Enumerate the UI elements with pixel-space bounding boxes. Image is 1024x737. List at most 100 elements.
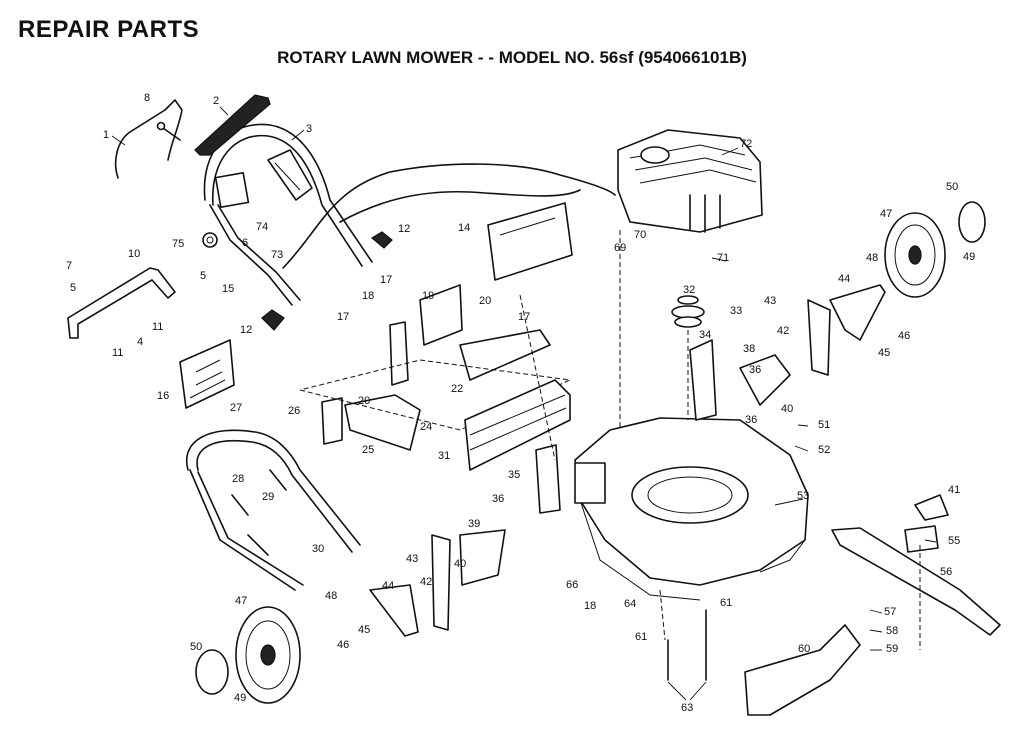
callout-label: 22 [451,383,463,395]
handle-knob-6 [202,232,218,248]
callout-label: 44 [382,580,394,592]
blade-adapter-55 [904,525,939,553]
callout-label: 45 [358,624,370,636]
callout-label: 17 [380,274,392,286]
bracket-35 [535,444,561,514]
callout-label: 57 [884,606,896,618]
callout-label: 40 [454,558,466,570]
callout-label: 32 [683,284,695,296]
callout-label: 35 [508,469,520,481]
callout-label: 47 [880,208,892,220]
callout-label: 5 [200,270,206,282]
handle-decal-plate [214,171,250,209]
callout-label: 19 [422,290,434,302]
model-title: ROTARY LAWN MOWER - - MODEL NO. 56sf (95… [277,48,747,67]
callout-label: 52 [818,444,830,456]
safety-plate-16 [179,339,235,409]
callout-label: 20 [358,395,370,407]
rear-skirt-31 [464,379,571,471]
axle-arm-right-44 [829,284,886,341]
callout-label: 45 [878,347,890,359]
callout-label: 5 [70,282,76,294]
callout-label: 38 [743,343,755,355]
callout-label: 17 [518,311,530,323]
callout-label: 43 [406,553,418,565]
rear-wheel-right-47 [884,212,946,298]
callout-label: 11 [152,321,163,333]
engine-control-box [267,149,313,201]
callout-label: 8 [144,92,150,104]
callout-label: 44 [838,273,850,285]
callout-label: 6 [242,237,248,249]
handle-grip-part [194,94,271,156]
bail-wire-part [114,99,183,179]
callout-label: 41 [948,484,960,496]
callout-label: 16 [157,390,169,402]
callout-label: 71 [717,252,729,264]
callout-label: 40 [781,403,793,415]
callout-label: 25 [362,444,374,456]
callout-label: 3 [306,123,312,135]
callout-label: 30 [312,543,324,555]
lower-handle-27 [185,429,361,591]
callout-label: 29 [262,491,274,503]
callout-label: 69 [614,242,626,254]
callout-label: 4 [137,336,143,348]
handle-knob-12 [261,231,393,331]
callout-label: 50 [946,181,958,193]
axle-arm-left-44 [369,584,419,637]
callout-label: 50 [190,641,202,653]
rear-shield-60 [744,624,861,716]
callout-label: 42 [777,325,789,337]
callout-label: 7 [66,260,72,272]
callout-label: 58 [886,625,898,637]
callout-label: 70 [634,229,646,241]
bolt-8-part [156,121,181,141]
sheet-title: REPAIR PARTS [18,16,200,43]
callout-label: 34 [699,329,711,341]
height-adjuster-left-42 [431,534,451,631]
rear-door-bracket-10 [67,267,176,339]
callout-label: 11 [112,347,123,359]
callout-label: 61 [720,597,732,609]
callout-label: 1 [103,129,109,141]
hubcap-left-50 [195,649,229,695]
callout-label: 18 [362,290,374,302]
callout-label: 47 [235,595,247,607]
callout-label: 66 [566,579,578,591]
callout-label: 48 [866,252,878,264]
callout-label: 49 [963,251,975,263]
callout-label: 64 [624,598,636,610]
callout-labels: 1 2 3 4 5 5 6 7 8 10 11 11 12 12 14 15 1… [66,92,975,714]
callout-label: 10 [128,248,140,260]
callout-label: 61 [635,631,647,643]
callout-label: 46 [898,330,910,342]
callout-label: 17 [337,311,349,323]
callout-label: 28 [232,473,244,485]
callout-label: 36 [749,364,761,376]
engine-72 [617,129,763,233]
callout-label: 60 [798,643,810,655]
callout-label: 75 [172,238,184,250]
callout-label: 55 [948,535,960,547]
callout-label: 51 [818,419,830,431]
callout-label: 2 [213,95,219,107]
callout-label: 42 [420,576,432,588]
callout-label: 12 [240,324,252,336]
engine-cover-plate-14 [487,202,573,281]
callout-label: 72 [740,138,752,150]
callout-label: 43 [764,295,776,307]
callout-label: 36 [492,493,504,505]
callout-label: 12 [398,223,410,235]
callout-label: 33 [730,305,742,317]
mower-deck-53 [574,417,809,601]
callout-label: 26 [288,405,300,417]
control-cable-lower [339,189,581,223]
pulley-32 [671,295,705,328]
callout-label: 48 [325,590,337,602]
key-41 [914,494,949,521]
callout-label: 31 [438,450,450,462]
callout-label: 56 [940,566,952,578]
callout-label: 14 [458,222,470,234]
